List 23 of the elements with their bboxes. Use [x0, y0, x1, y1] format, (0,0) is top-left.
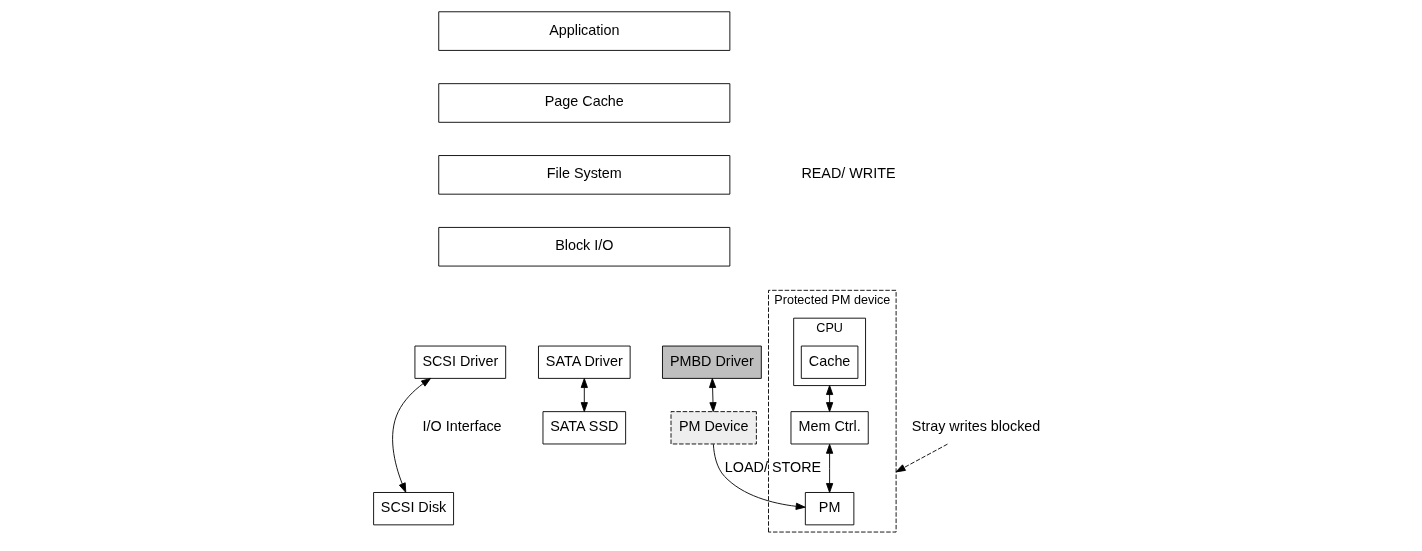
node-box: Cache [800, 345, 859, 379]
node-box: Application [438, 11, 731, 51]
node-box: SATA Driver [538, 345, 631, 379]
arrow [895, 443, 948, 473]
node-text: Stray writes blocked [911, 418, 1041, 435]
arrow [709, 378, 717, 413]
label: I/O Interface [422, 418, 502, 435]
label: READ/ WRITE [801, 165, 896, 182]
node-box: Block I/O [438, 227, 731, 267]
edge-label: LOAD/ STORE [724, 458, 822, 475]
arrow [580, 378, 588, 413]
node-box: PM [804, 492, 855, 526]
arrow [712, 443, 806, 510]
node-box: Mem Ctrl. [790, 411, 869, 445]
node-box: PMBD Driver [662, 345, 762, 379]
arrow [826, 443, 834, 493]
node-box: SCSI Driver [414, 345, 507, 379]
node-box: File System [438, 155, 731, 195]
arrow [392, 377, 431, 493]
node-box: SCSI Disk [373, 492, 454, 526]
node-box: Page Cache [438, 83, 731, 123]
node-box: PM Device [670, 411, 757, 445]
node-box: SATA SSD [542, 411, 627, 445]
